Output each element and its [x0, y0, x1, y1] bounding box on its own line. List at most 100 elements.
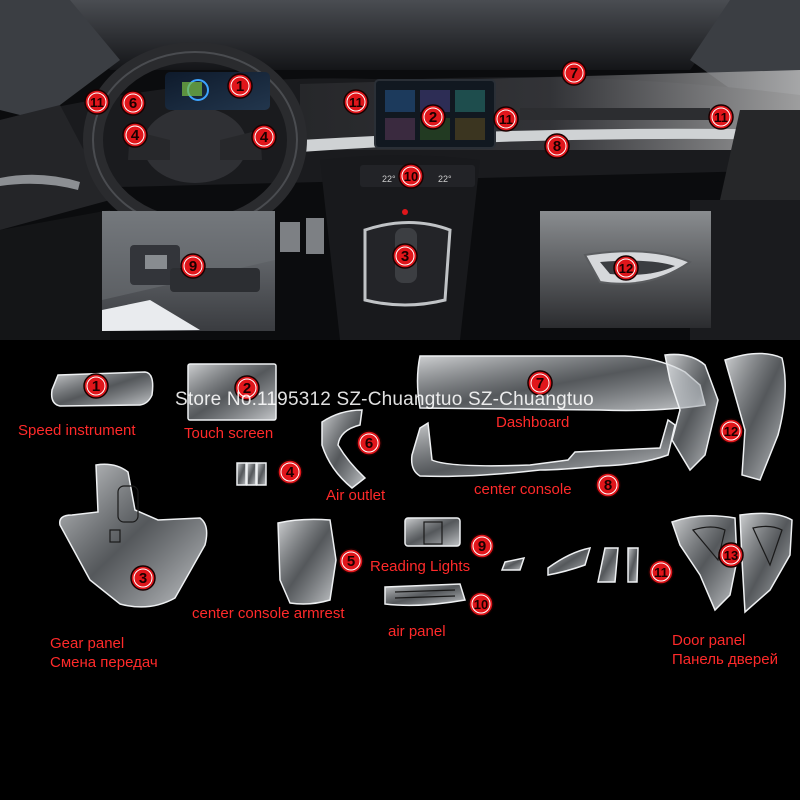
label-touch-screen: Touch screen [184, 425, 274, 442]
interior-marker-circle [180, 253, 206, 279]
film-parts [50, 352, 793, 614]
interior-marker-ring [616, 258, 636, 278]
label-door-panel-ru: Панель дверей [672, 651, 778, 668]
interior-marker-circle [120, 90, 146, 116]
interior-marker-circle [613, 255, 639, 281]
label-gear-panel: Gear panel [50, 635, 125, 652]
dash-readout-right: 22° [438, 174, 452, 184]
interior-marker-ring [496, 109, 516, 129]
dash-readout-left: 22° [382, 174, 396, 184]
part-marker-p4: 4 [286, 464, 295, 481]
interior-marker: 1 [236, 78, 244, 95]
interior-marker: 3 [401, 248, 409, 265]
interior-marker-ring [564, 63, 584, 83]
part-marker-p10-ring [471, 594, 491, 614]
label-gear-panel-ru: Смена передач [50, 654, 158, 671]
label-air-outlet: Air outlet [326, 487, 386, 504]
label-air-panel: air panel [388, 623, 446, 640]
interior-marker-ring [711, 107, 731, 127]
part-marker-p7: 7 [536, 375, 544, 392]
interior-marker: 10 [404, 169, 418, 184]
interior-marker-ring [395, 246, 415, 266]
store-watermark: Store No.1195312 SZ-Chuangtuo SZ-Chuangt… [175, 389, 594, 410]
part-marker-p7-ring [530, 373, 550, 393]
part-marker-p3-circle [130, 565, 156, 591]
label-reading-lights: Reading Lights [370, 558, 471, 575]
interior-marker-circle [398, 163, 424, 189]
interior-marker-circle [544, 133, 570, 159]
interior-marker: 11 [714, 110, 728, 125]
part-marker-p13: 13 [724, 548, 738, 563]
part-marker-p8: 8 [604, 477, 612, 494]
interior-marker-ring [423, 107, 443, 127]
part-marker-p5: 5 [347, 553, 355, 570]
part-marker-p11-ring [651, 562, 671, 582]
part-marker-p2: 2 [243, 380, 251, 397]
interior-marker-circle [122, 122, 148, 148]
part-marker-p10-circle [468, 591, 494, 617]
part-marker-p2-ring [237, 378, 257, 398]
interior-marker-circle [392, 243, 418, 269]
part-marker-p1: 1 [92, 378, 100, 395]
interior-marker: 12 [619, 261, 633, 276]
interior-marker: 4 [131, 127, 140, 144]
part-marker-p10: 10 [474, 597, 488, 612]
part-marker-p3: 3 [139, 570, 147, 587]
interior-marker: 2 [429, 109, 437, 126]
part-marker-p4-ring [280, 462, 300, 482]
part-marker-p6-ring [359, 433, 379, 453]
part-marker-p8-circle [595, 472, 621, 498]
interior-marker: 6 [129, 95, 137, 112]
label-center-console-armrest: center console armrest [192, 605, 345, 622]
interior-marker-ring [125, 125, 145, 145]
part-marker-p9-ring [472, 536, 492, 556]
part-marker-p6-circle [356, 430, 382, 456]
interior-photo: 22° 22° [0, 0, 800, 340]
part-marker-p12-circle [718, 418, 744, 444]
part-marker-p4-circle [277, 459, 303, 485]
interior-marker-ring [547, 136, 567, 156]
part-marker-p1-circle [83, 373, 109, 399]
interior-marker: 8 [553, 138, 561, 155]
film-details [109, 485, 783, 599]
interior-marker-ring [87, 92, 107, 112]
interior-marker-ring [254, 127, 274, 147]
part-marker-p8-ring [598, 475, 618, 495]
interior-marker-circle [251, 124, 277, 150]
part-marker-p11-circle [648, 559, 674, 585]
inset-reading-lights [102, 211, 275, 331]
part-marker-p2-circle [234, 375, 260, 401]
label-door-panel: Door panel [672, 632, 746, 649]
interior-marker-ring [401, 166, 421, 186]
label-speed-instrument: Speed instrument [18, 422, 136, 439]
part-marker-p5-circle [338, 548, 364, 574]
label-dashboard: Dashboard [496, 414, 570, 431]
part-marker-p9-circle [469, 533, 495, 559]
interior-marker: 11 [90, 95, 104, 110]
part-marker-p11: 11 [654, 565, 668, 580]
part-marker-p3-ring [133, 568, 153, 588]
part-marker-p1-ring [86, 376, 106, 396]
part-marker-p5-ring [341, 551, 361, 571]
part-marker-p12: 12 [724, 424, 738, 439]
interior-marker-circle [493, 106, 519, 132]
part-marker-p9: 9 [478, 538, 486, 555]
interior-marker-ring [123, 93, 143, 113]
interior-marker-circle [420, 104, 446, 130]
interior-marker: 4 [260, 129, 269, 146]
interior-marker: 11 [499, 112, 513, 127]
interior-marker-ring [230, 76, 250, 96]
part-marker-p13-ring [721, 545, 741, 565]
interior-marker-circle [84, 89, 110, 115]
part-marker-p7-circle [527, 370, 553, 396]
interior-marker: 11 [349, 95, 363, 110]
interior-marker-ring [346, 92, 366, 112]
interior-marker-circle [227, 73, 253, 99]
part-marker-p6: 6 [365, 435, 373, 452]
interior-marker-ring [183, 256, 203, 276]
interior-marker-circle [343, 89, 369, 115]
interior-marker-circle [561, 60, 587, 86]
interior-marker-circle [708, 104, 734, 130]
